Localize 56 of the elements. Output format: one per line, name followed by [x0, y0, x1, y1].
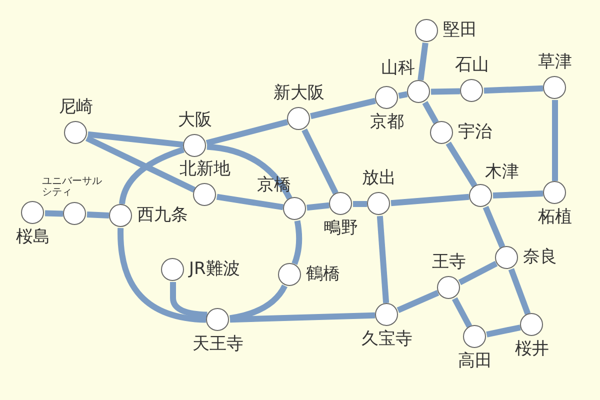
station-name: 尼崎 [59, 98, 93, 117]
rail-line [446, 142, 478, 188]
station-name: 西九条 [137, 206, 188, 224]
rail-line [119, 146, 185, 204]
station-name: 高田 [458, 352, 492, 371]
station-name: 新大阪 [274, 84, 324, 103]
station-name: 鶴橋 [306, 264, 340, 284]
station-name: 草津 [538, 53, 572, 72]
station-name: 放出 [362, 169, 396, 188]
station-name: JR難波 [189, 260, 240, 278]
station-name: 石山 [455, 56, 489, 75]
rail-line [376, 216, 390, 304]
rail-line [484, 85, 544, 94]
rail-line [86, 136, 196, 192]
rail-line [508, 268, 531, 315]
station-name: 天王寺 [192, 335, 244, 354]
station-name: 宇治 [458, 122, 492, 142]
rail-line [486, 324, 521, 338]
station-name: 奈良 [523, 248, 557, 266]
station-name: ユニバーサルシティ [42, 176, 103, 198]
rail-line [482, 206, 506, 248]
station-name: 山科 [381, 59, 415, 78]
rail-line [552, 100, 558, 181]
rail-line [458, 260, 498, 286]
station-name: 木津 [485, 163, 519, 182]
rail-line [418, 42, 428, 80]
station-name: 鴫野 [324, 219, 358, 238]
rail-line [306, 202, 330, 211]
station-name: 柘植 [538, 208, 572, 227]
rail-line [398, 91, 408, 99]
rail-line [390, 194, 470, 206]
station-name: 桜島 [16, 228, 50, 247]
rail-line [206, 119, 288, 146]
rail-line [216, 194, 284, 210]
rail-line [230, 312, 376, 323]
station-name: 大阪 [178, 111, 212, 130]
station-name: 王寺 [432, 253, 466, 272]
rail-line [310, 98, 376, 120]
rail-line [422, 101, 439, 124]
station-name: 桜井 [515, 340, 549, 359]
rail-line [118, 228, 206, 323]
rail-line [86, 212, 110, 218]
rail-line [492, 190, 544, 198]
rail-line [353, 201, 367, 207]
station-name: 北新地 [180, 160, 230, 179]
rail-line [44, 210, 64, 217]
rail-line [452, 297, 472, 328]
rail-line [430, 88, 460, 95]
rail-line [88, 131, 184, 148]
station-name: 久宝寺 [362, 330, 412, 349]
rail-line [292, 220, 302, 265]
rail-line [206, 144, 292, 200]
rail-line [396, 290, 440, 313]
rail-line [302, 128, 338, 195]
station-name: 堅田 [443, 20, 477, 40]
station-name: 京都 [370, 113, 404, 132]
